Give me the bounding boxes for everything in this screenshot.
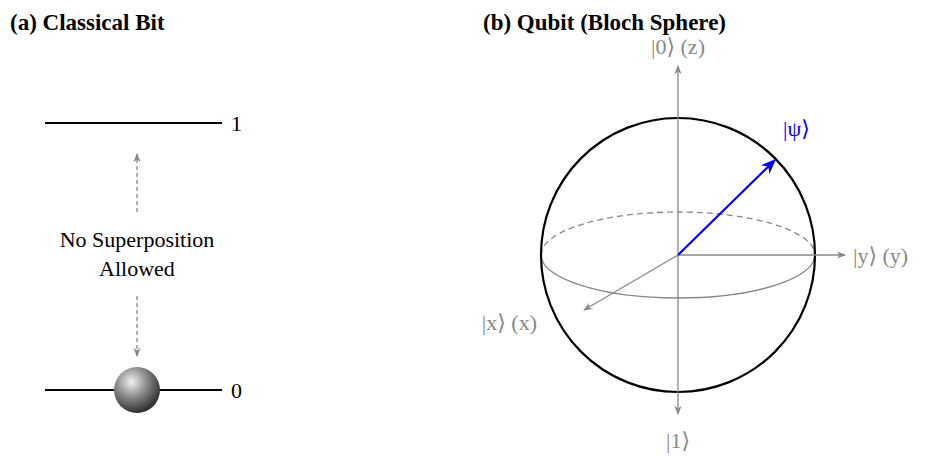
y-axis bbox=[678, 254, 845, 255]
axis-label: |y⟩ (y) bbox=[853, 241, 908, 270]
axis-label: |1⟩ bbox=[666, 426, 690, 455]
panel-title: (b) Qubit (Bloch Sphere) bbox=[483, 8, 726, 37]
z-axis bbox=[677, 66, 678, 255]
dashed-arrow bbox=[136, 154, 137, 212]
dashed-arrow bbox=[136, 296, 137, 356]
level-line bbox=[45, 122, 222, 124]
axis-label: |0⟩ (z) bbox=[651, 32, 705, 61]
note: No Superposition Allowed bbox=[32, 225, 242, 283]
state-value: 1 bbox=[231, 109, 242, 138]
state-vector bbox=[678, 160, 775, 255]
axis-label: |x⟩ (x) bbox=[482, 308, 537, 337]
bit-ball bbox=[114, 367, 160, 413]
z-axis bbox=[677, 255, 678, 414]
x-axis bbox=[584, 255, 678, 310]
panel-title: (a) Classical Bit bbox=[10, 8, 165, 37]
state-value: 0 bbox=[231, 376, 242, 405]
state-label: |ψ⟩ bbox=[783, 114, 810, 143]
